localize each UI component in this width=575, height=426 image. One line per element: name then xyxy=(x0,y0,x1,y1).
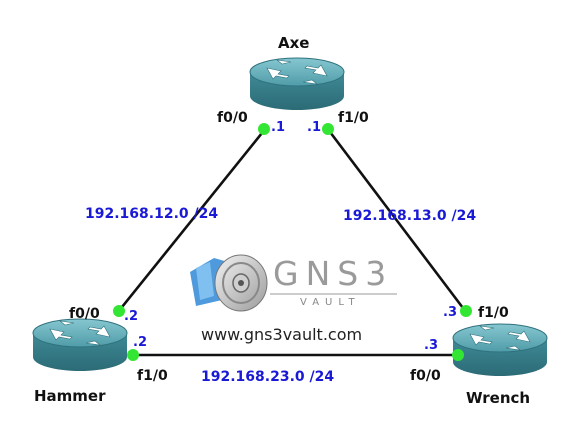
interface-label-axe-f00: f0/0 xyxy=(217,110,248,126)
logo-url-text: www.gns3vault.com xyxy=(201,325,363,344)
ip-label-wrench-f00: .3 xyxy=(424,338,438,353)
port-axe-f10[interactable] xyxy=(322,123,334,135)
router-name-wrench: Wrench xyxy=(466,389,531,407)
port-hammer-f00[interactable] xyxy=(113,305,125,317)
router-name-hammer: Hammer xyxy=(34,387,106,405)
router-name-axe: Axe xyxy=(278,34,310,52)
interface-label-hammer-f00: f0/0 xyxy=(69,306,100,322)
router-hammer[interactable] xyxy=(32,318,128,371)
router-wrench[interactable] xyxy=(452,323,548,376)
router-arrows-icon xyxy=(469,325,531,351)
ip-label-axe-f10: .1 xyxy=(307,120,321,135)
logo-brand-text: GNS3 xyxy=(273,254,394,293)
port-wrench-f10[interactable] xyxy=(460,305,472,317)
ip-label-hammer-f10: .2 xyxy=(133,335,147,350)
router-arrows-icon xyxy=(49,320,111,346)
port-axe-f00[interactable] xyxy=(258,123,270,135)
link-axe-hammer[interactable] xyxy=(116,127,268,313)
link-axe-wrench[interactable] xyxy=(325,127,468,313)
interface-label-wrench-f00: f0/0 xyxy=(410,368,441,384)
ip-label-axe-f00: .1 xyxy=(271,120,285,135)
logo-sub-text: VAULT xyxy=(300,297,361,308)
network-label-hammer-wrench: 192.168.23.0 /24 xyxy=(201,369,335,385)
ip-label-wrench-f10: .3 xyxy=(443,305,457,320)
router-arrows-icon xyxy=(266,59,328,85)
interface-label-wrench-f10: f1/0 xyxy=(478,305,509,321)
gns3-logo-icon xyxy=(190,254,397,312)
interface-label-axe-f10: f1/0 xyxy=(338,110,369,126)
router-axe[interactable] xyxy=(249,57,345,110)
port-hammer-f10[interactable] xyxy=(127,349,139,361)
ip-label-hammer-f00: .2 xyxy=(124,309,138,324)
port-wrench-f00[interactable] xyxy=(452,349,464,361)
network-label-axe-wrench: 192.168.13.0 /24 xyxy=(343,208,477,224)
interface-label-hammer-f10: f1/0 xyxy=(137,368,168,384)
network-label-axe-hammer: 192.168.12.0 /24 xyxy=(85,206,219,222)
